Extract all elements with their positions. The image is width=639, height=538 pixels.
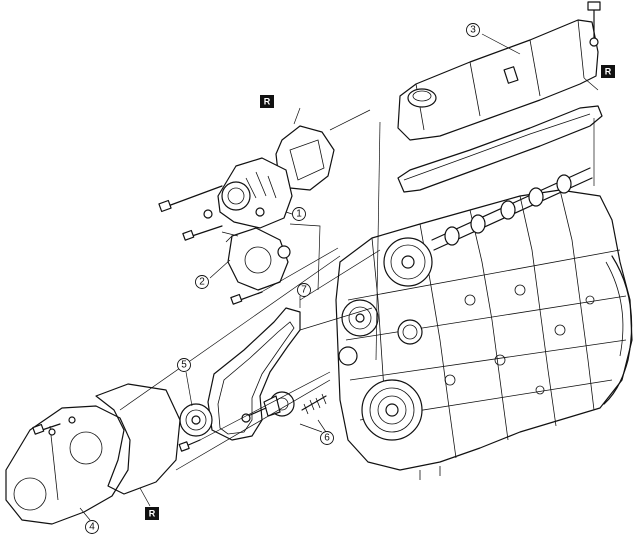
callout-3-label: 3	[470, 25, 476, 36]
replace-mark-label: R	[264, 97, 271, 107]
head-cover-gasket	[397, 105, 603, 193]
callout-6-label: 6	[324, 433, 330, 444]
leader-lines	[79, 33, 599, 521]
assembly-lines	[119, 109, 595, 471]
replace-mark-label: R	[605, 67, 612, 77]
callout-6: 6	[320, 431, 334, 445]
replace-mark-timing-cover-gasket: R	[145, 507, 159, 520]
callout-2: 2	[195, 275, 209, 289]
callout-2-label: 2	[199, 277, 205, 288]
water-pump-gasket	[275, 125, 335, 191]
water-pump	[158, 157, 293, 229]
engine-block	[335, 167, 633, 480]
callout-3: 3	[466, 23, 480, 37]
replace-mark-water-pump-gasket: R	[260, 95, 274, 108]
callout-5-label: 5	[181, 360, 187, 371]
callout-1: 1	[292, 207, 306, 221]
callout-4: 4	[85, 520, 99, 534]
callout-7: 7	[297, 283, 311, 297]
belt-tensioner	[241, 391, 327, 423]
replace-mark-head-cover-gasket: R	[601, 65, 615, 78]
callout-7-label: 7	[301, 285, 307, 296]
timing-belt	[207, 307, 301, 441]
callout-1-label: 1	[296, 209, 302, 220]
timing-belt-cover	[5, 405, 131, 525]
cylinder-head-cover	[397, 1, 601, 141]
vacuum-pump	[182, 225, 291, 305]
replace-mark-label: R	[149, 509, 156, 519]
callout-4-label: 4	[89, 522, 95, 533]
callout-5: 5	[177, 358, 191, 372]
crank-pulley-part	[178, 403, 213, 452]
